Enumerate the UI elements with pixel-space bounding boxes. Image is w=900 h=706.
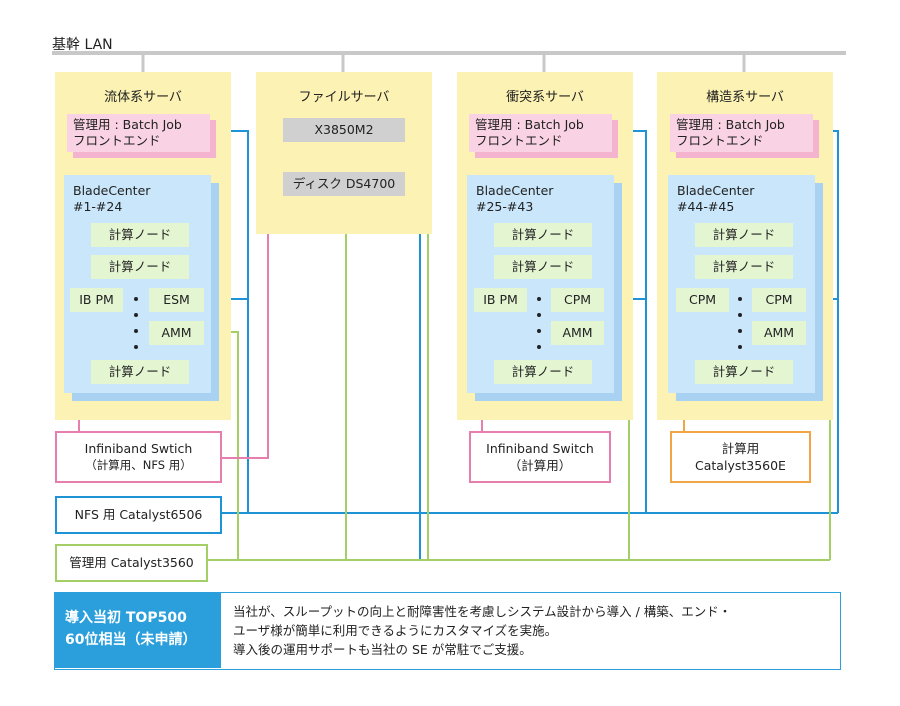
footer-text-line: ユーザ様が簡単に利用できるようにカスタマイズを実施。: [233, 623, 558, 638]
bladecenter-box: BladeCenter #25-#43: [467, 175, 614, 393]
footer-summary: 導入当初 TOP500 60位相当（未申請） 当社が、スループットの向上と耐障害…: [54, 592, 841, 670]
switch-name: Catalyst3560E: [695, 458, 786, 473]
mgmt-catalyst3560-switch: 管理用 Catalyst3560: [55, 544, 208, 582]
disk-ds4700: ディスク DS4700: [283, 172, 405, 196]
compute-node: 計算ノード: [91, 360, 189, 384]
compute-node: 計算ノード: [494, 360, 592, 384]
blade-title: BladeCenter: [476, 183, 554, 198]
top500-badge: 導入当初 TOP500 60位相当（未申請）: [55, 593, 221, 668]
ellipsis-dots: [738, 297, 742, 353]
frontend-line-2: フロントエンド: [73, 133, 161, 148]
cpm-module-left: CPM: [676, 288, 729, 312]
compute-node: 計算ノード: [695, 255, 793, 279]
frontend-box: 管理用 : Batch Job フロントエンド: [67, 114, 210, 152]
switch-name: Infiniband Swtich: [84, 441, 193, 456]
amm-module: AMM: [752, 321, 806, 345]
ib-pm-module: IB PM: [70, 288, 123, 312]
badge-line-2: 60位相当（未申請）: [65, 632, 197, 648]
switch-purpose: （計算用、NFS 用）: [85, 458, 192, 472]
group-file-server: ファイルサーバ: [256, 72, 432, 234]
badge-line-1: 導入当初 TOP500: [65, 610, 187, 626]
blade-title: BladeCenter: [677, 183, 755, 198]
bladecenter-box: BladeCenter #44-#45: [668, 175, 815, 393]
amm-module: AMM: [149, 321, 204, 345]
switch-name: Infiniband Switch: [486, 441, 594, 456]
catalyst-3560e-switch: 計算用 Catalyst3560E: [670, 431, 811, 483]
infiniband-switch-2: Infiniband Switch （計算用）: [469, 431, 611, 483]
group-label: 構造系サーバ: [706, 90, 784, 105]
compute-node: 計算ノード: [494, 223, 592, 247]
blade-range: #1-#24: [73, 199, 123, 214]
blade-title: BladeCenter: [73, 183, 151, 198]
compute-node: 計算ノード: [695, 360, 793, 384]
amm-module: AMM: [551, 321, 604, 345]
blade-range: #44-#45: [677, 199, 735, 214]
compute-node: 計算ノード: [91, 255, 189, 279]
footer-text: 当社が、スループットの向上と耐障害性を考慮しシステム設計から導入 / 構築、エン…: [233, 602, 731, 659]
frontend-line-2: フロントエンド: [475, 133, 563, 148]
frontend-box: 管理用 : Batch Job フロントエンド: [469, 114, 612, 152]
cpm-module: CPM: [752, 288, 806, 312]
cpm-module: CPM: [551, 288, 604, 312]
switch-purpose: 計算用: [721, 441, 760, 456]
bladecenter-box: BladeCenter #1-#24: [64, 175, 211, 393]
frontend-line-2: フロントエンド: [676, 133, 764, 148]
ellipsis-dots: [537, 297, 541, 353]
frontend-line-1: 管理用 : Batch Job: [475, 117, 584, 132]
footer-text-line: 導入後の運用サポートも当社の SE が常駐でご支援。: [233, 642, 532, 657]
compute-node: 計算ノード: [695, 223, 793, 247]
frontend-line-1: 管理用 : Batch Job: [676, 117, 785, 132]
group-label: 流体系サーバ: [104, 90, 182, 105]
blade-range: #25-#43: [476, 199, 534, 214]
footer-text-line: 当社が、スループットの向上と耐障害性を考慮しシステム設計から導入 / 構築、エン…: [233, 604, 732, 619]
infiniband-switch-1: Infiniband Swtich （計算用、NFS 用）: [55, 431, 222, 483]
frontend-line-1: 管理用 : Batch Job: [73, 117, 182, 132]
server-x3850m2: X3850M2: [283, 118, 405, 142]
ib-pm-module: IB PM: [474, 288, 527, 312]
switch-purpose: （計算用）: [508, 458, 572, 473]
compute-node: 計算ノード: [494, 255, 592, 279]
group-label: 衝突系サーバ: [506, 90, 584, 105]
frontend-box: 管理用 : Batch Job フロントエンド: [670, 114, 813, 152]
compute-node: 計算ノード: [91, 223, 189, 247]
ellipsis-dots: [134, 297, 138, 353]
nfs-catalyst6506-switch: NFS 用 Catalyst6506: [55, 496, 222, 534]
group-label: ファイルサーバ: [298, 90, 390, 105]
esm-module: ESM: [149, 288, 204, 312]
lan-title: 基幹 LAN: [52, 37, 113, 53]
